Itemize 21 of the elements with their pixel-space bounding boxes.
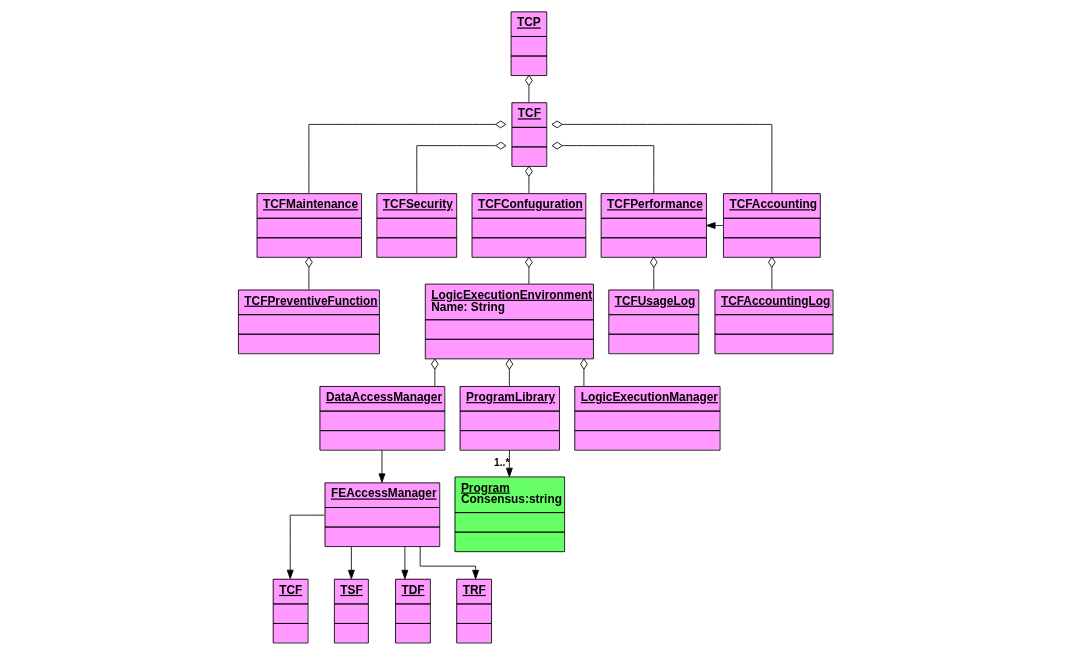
arrow (286, 514, 325, 580)
arrow (419, 545, 479, 580)
arrow (505, 449, 513, 478)
arrow (378, 449, 385, 483)
connector (649, 256, 658, 290)
connector (551, 141, 654, 194)
edge-label: 1..* (493, 457, 509, 469)
arrow (705, 222, 724, 229)
arrow (401, 546, 408, 580)
connector (430, 358, 439, 387)
connector (579, 358, 588, 387)
connector (524, 256, 533, 285)
connector (524, 165, 533, 194)
connector (307, 120, 506, 194)
connector (415, 141, 506, 194)
connector (551, 120, 772, 194)
connector (524, 74, 533, 103)
connector (767, 256, 776, 290)
connector (304, 256, 313, 290)
connector (505, 358, 513, 387)
arrow (347, 546, 355, 580)
